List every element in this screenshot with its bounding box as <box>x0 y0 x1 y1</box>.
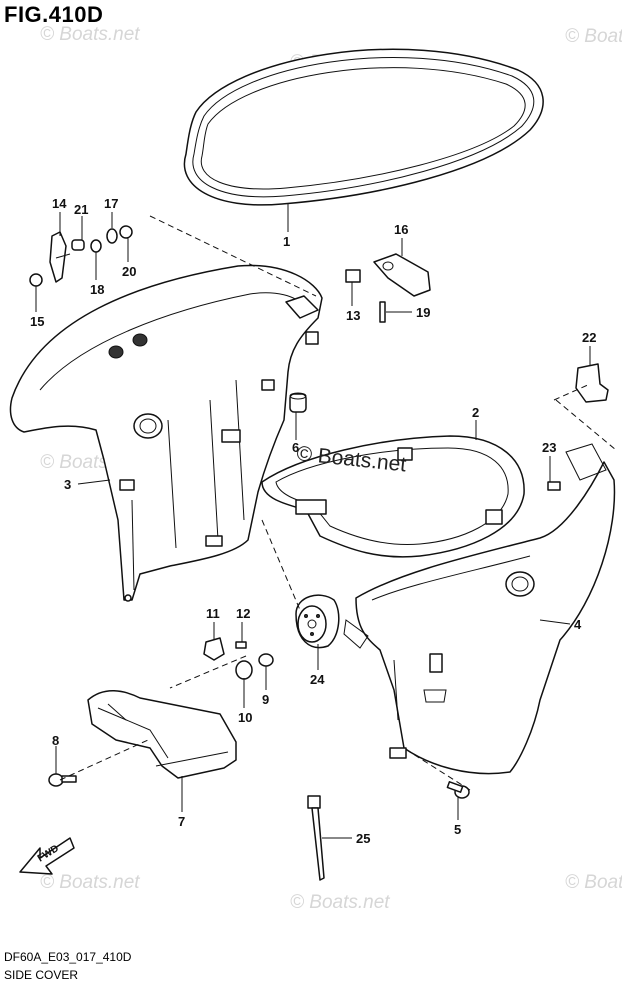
part-bushings <box>235 653 274 680</box>
callout-18: 18 <box>90 282 104 297</box>
callout-2: 2 <box>472 405 479 420</box>
callout-11: 11 <box>206 606 220 621</box>
callout-20: 20 <box>122 264 136 279</box>
watermark: © Boats.net <box>290 892 390 913</box>
callout-9: 9 <box>262 692 269 707</box>
callout-10: 10 <box>238 710 252 725</box>
callout-8: 8 <box>52 733 59 748</box>
fwd-arrow-icon: FWD <box>19 837 75 875</box>
callout-24: 24 <box>310 672 325 687</box>
part-hardware-top-left <box>29 225 133 287</box>
watermark: © Boats.net <box>565 26 622 47</box>
callout-21: 21 <box>74 202 88 217</box>
part-large-grommet <box>295 594 340 649</box>
callout-25: 25 <box>356 831 370 846</box>
callout-13: 13 <box>346 308 360 323</box>
callout-6: 6 <box>292 440 299 455</box>
part-rubber-seal <box>261 435 525 558</box>
figure-code: DF60A_E03_017_410D <box>4 950 132 964</box>
part-lower-cover <box>87 690 237 779</box>
watermark: © Boats.net <box>565 872 622 893</box>
part-bolt-5 <box>446 781 470 799</box>
callout-12: 12 <box>236 606 250 621</box>
part-bracket <box>547 363 609 491</box>
callout-22: 22 <box>582 330 596 345</box>
part-latch <box>345 253 431 323</box>
callout-7: 7 <box>178 814 185 829</box>
watermark: © Boats.net <box>40 24 140 45</box>
part-clip <box>203 637 247 661</box>
part-cable-tie <box>307 795 325 881</box>
callout-19: 19 <box>416 305 430 320</box>
part-left-side-cover <box>9 264 323 602</box>
callout-23: 23 <box>542 440 556 455</box>
callout-14: 14 <box>52 196 67 211</box>
part-seal-ring <box>183 48 544 206</box>
callout-5: 5 <box>454 822 461 837</box>
callout-15: 15 <box>30 314 44 329</box>
callout-17: 17 <box>104 196 118 211</box>
callout-1: 1 <box>283 234 290 249</box>
assembly-lines <box>59 215 617 791</box>
callout-16: 16 <box>394 222 408 237</box>
callout-4: 4 <box>574 617 582 632</box>
figure-name: SIDE COVER <box>4 968 79 982</box>
part-grommet <box>289 392 307 413</box>
callout-3: 3 <box>64 477 71 492</box>
watermark: © Boats.net <box>40 872 140 893</box>
part-bolt-8 <box>48 773 77 787</box>
figure-title: FIG.410D <box>4 2 104 27</box>
leader-lines <box>35 204 591 839</box>
callouts: 1 2 3 4 5 6 7 8 9 10 11 12 13 14 15 16 1… <box>30 196 596 846</box>
